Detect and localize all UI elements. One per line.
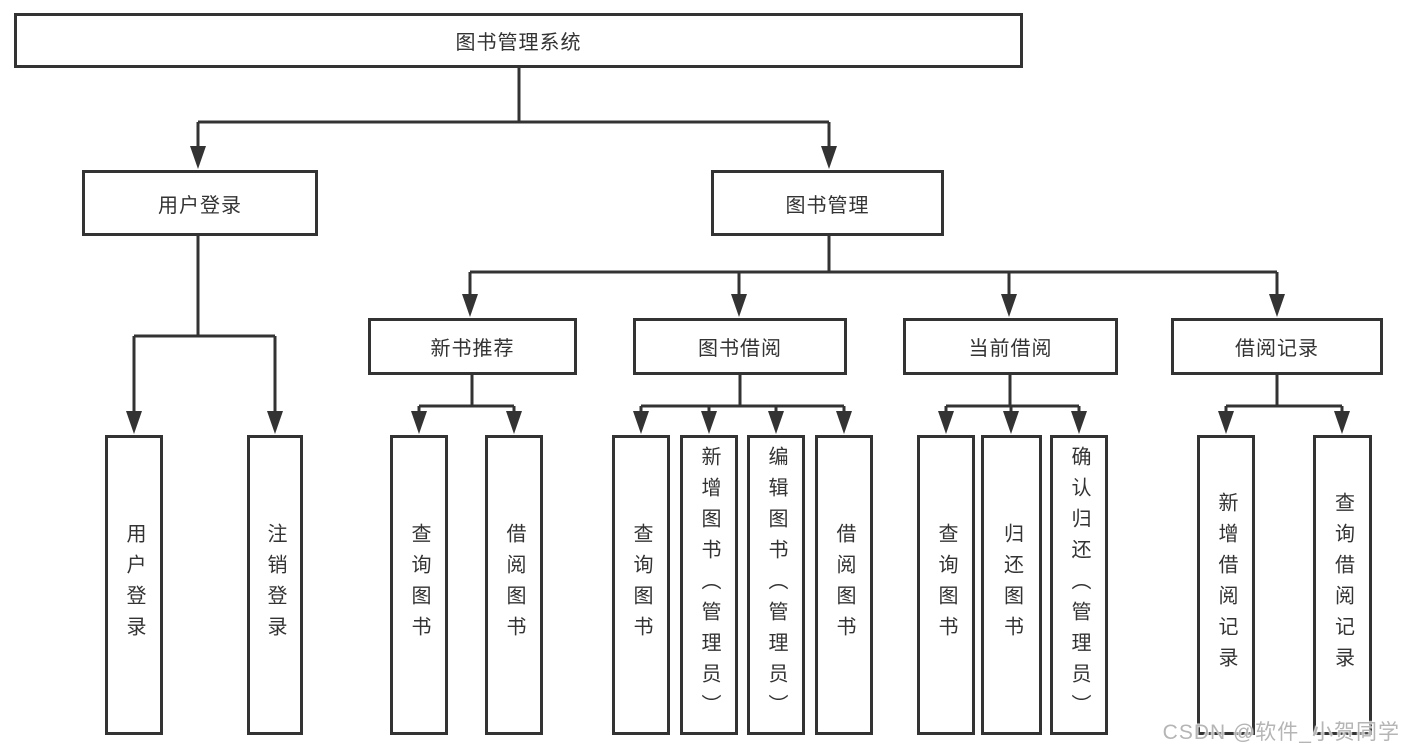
leaf-add-book-admin: 新增图书（管理员） — [680, 435, 738, 735]
node-label: 用户登录 — [158, 194, 242, 217]
leaf-query-books-current: 查询图书 — [917, 435, 975, 735]
leaf-query-books-recommend: 查询图书 — [390, 435, 448, 735]
node-label: 当前借阅 — [968, 338, 1053, 360]
node-label: 借阅记录 — [1235, 338, 1319, 360]
connector-book-management-to-level3 — [462, 236, 1285, 317]
leaf-confirm-return-admin: 确认归还（管理员） — [1050, 435, 1108, 735]
node-label: 图书管理系统 — [455, 32, 582, 54]
leaf-add-borrow-record: 新增借阅记录 — [1197, 435, 1255, 735]
leaf-label: 编辑图书（管理员） — [765, 445, 787, 725]
connector-user-login-to-leaves — [126, 236, 283, 434]
leaf-label: 查询图书 — [935, 523, 957, 647]
leaf-label: 查询图书 — [408, 523, 430, 647]
node-current-borrowing: 当前借阅 — [903, 318, 1118, 375]
csdn-watermark: CSDN @软件_小贺同学 — [1162, 721, 1400, 744]
leaf-label: 确认归还（管理员） — [1068, 445, 1090, 725]
leaf-edit-book-admin: 编辑图书（管理员） — [747, 435, 805, 735]
leaf-label: 查询图书 — [630, 523, 652, 647]
node-label: 图书管理 — [785, 194, 870, 217]
leaf-label: 新增图书（管理员） — [698, 445, 720, 725]
node-user-login: 用户登录 — [82, 170, 318, 236]
leaf-borrow-books-recommend: 借阅图书 — [485, 435, 543, 735]
node-borrowing-records: 借阅记录 — [1171, 318, 1383, 375]
node-book-borrowing: 图书借阅 — [633, 318, 847, 375]
leaf-label: 查询借阅记录 — [1331, 492, 1354, 678]
node-label: 图书借阅 — [698, 338, 782, 360]
leaf-user-login: 用户登录 — [105, 435, 163, 735]
connector-root-to-level2 — [190, 68, 837, 169]
leaf-label: 注销登录 — [264, 523, 286, 647]
node-library-system: 图书管理系统 — [14, 13, 1023, 68]
leaf-label: 借阅图书 — [503, 523, 525, 647]
leaf-query-books-borrowing: 查询图书 — [612, 435, 670, 735]
leaf-label: 归还图书 — [1000, 523, 1023, 647]
leaf-borrow-books-borrowing: 借阅图书 — [815, 435, 873, 735]
connector-book-borrowing-to-leaves — [633, 375, 852, 434]
connector-borrowing-records-to-leaves — [1218, 375, 1350, 434]
leaf-logout: 注销登录 — [247, 435, 303, 735]
node-book-management: 图书管理 — [711, 170, 944, 236]
node-label: 新书推荐 — [430, 338, 515, 360]
connector-new-book-recommend-to-leaves — [411, 375, 522, 434]
connector-current-borrowing-to-leaves — [938, 375, 1087, 434]
leaf-label: 用户登录 — [123, 523, 145, 647]
leaf-label: 借阅图书 — [833, 523, 855, 647]
leaf-label: 新增借阅记录 — [1215, 492, 1237, 678]
leaf-query-borrow-record: 查询借阅记录 — [1313, 435, 1372, 735]
node-new-book-recommend: 新书推荐 — [368, 318, 577, 375]
leaf-return-books: 归还图书 — [981, 435, 1042, 735]
